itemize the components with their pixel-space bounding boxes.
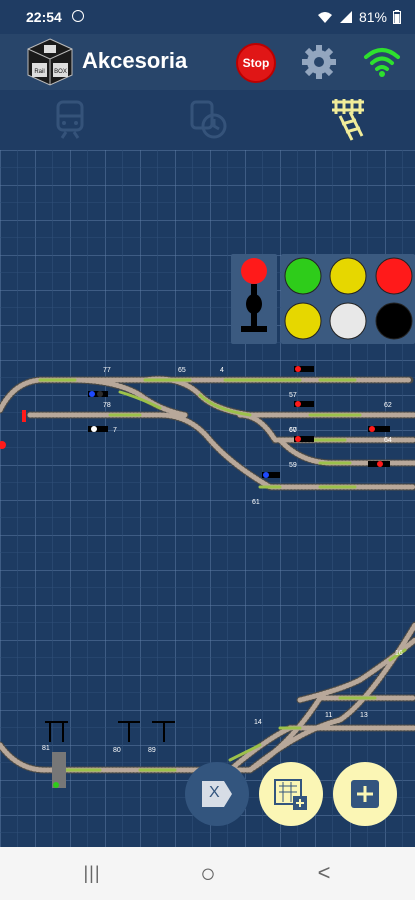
app-bar: Rail BOX Akcesoria Stop xyxy=(0,34,415,90)
tab-turnout-icon[interactable] xyxy=(328,96,368,142)
signal-7[interactable] xyxy=(88,426,108,432)
color-yellow-button[interactable] xyxy=(329,257,367,295)
tab-locomotive-icon[interactable] xyxy=(52,98,88,142)
signal-67[interactable] xyxy=(294,436,314,442)
track-label: 4 xyxy=(220,367,224,374)
stop-label: Stop xyxy=(242,56,270,70)
semaphore-signal-icon[interactable] xyxy=(231,254,277,344)
plus-square-icon xyxy=(351,780,379,808)
status-right: 81% xyxy=(317,9,401,25)
add-layout-element-button[interactable] xyxy=(259,762,323,826)
recent-apps-button[interactable]: ||| xyxy=(72,859,112,887)
track-label: 60 xyxy=(289,427,297,434)
wifi-status-icon xyxy=(317,12,332,23)
track-label: 81 xyxy=(42,745,50,752)
track-label: 67 xyxy=(289,427,297,434)
stop-button[interactable]: Stop xyxy=(236,43,276,83)
track-label: 64 xyxy=(384,437,392,444)
back-icon: < xyxy=(317,860,331,885)
track-label: 14 xyxy=(254,719,262,726)
color-black-button[interactable] xyxy=(375,302,413,340)
track-label: 61 xyxy=(252,499,260,506)
signal-60[interactable] xyxy=(294,401,314,407)
track-label: 16 xyxy=(395,650,403,657)
delete-tag-icon xyxy=(202,781,232,807)
decoupler-symbols[interactable] xyxy=(45,721,175,742)
track-labels: 77 65 4 78 7 57 60 62 67 64 59 61 14 11 13 81 80 89 16 xyxy=(42,367,403,754)
svg-text:Rail: Rail xyxy=(34,69,44,75)
semaphore-palette[interactable] xyxy=(231,254,277,344)
color-red-button[interactable] xyxy=(375,257,413,295)
signal-icon xyxy=(339,11,352,23)
track-label: 13 xyxy=(360,712,368,719)
buffer-stop xyxy=(22,410,26,422)
color-yellow-button-2[interactable] xyxy=(284,302,322,340)
battery-percentage: 81% xyxy=(358,9,387,25)
track-network xyxy=(0,375,415,774)
signal-4[interactable] xyxy=(294,366,314,372)
track-label: 59 xyxy=(289,462,297,469)
wifi-connection-icon[interactable] xyxy=(362,46,402,78)
settings-gear-icon[interactable] xyxy=(300,43,338,81)
signal-block-81[interactable] xyxy=(52,752,66,788)
recent-apps-icon: ||| xyxy=(83,862,101,883)
status-time: 22:54 xyxy=(26,9,62,25)
status-bar: 22:54 81% xyxy=(0,0,415,34)
signal-59[interactable] xyxy=(262,472,280,478)
do-not-disturb-icon xyxy=(72,10,84,22)
svg-text:BOX: BOX xyxy=(54,69,67,75)
track-label: 7 xyxy=(113,427,117,434)
track-label: 65 xyxy=(178,367,186,374)
track-layout-canvas[interactable]: 77 65 4 78 7 57 60 62 67 64 59 61 14 11 13 81 80 89 16 xyxy=(0,150,415,847)
signal-64[interactable] xyxy=(368,426,390,432)
track-label: 11 xyxy=(325,712,332,719)
back-button[interactable]: < xyxy=(304,859,344,887)
color-white-button[interactable] xyxy=(329,302,367,340)
tab-train-clock-icon[interactable] xyxy=(188,98,230,142)
railbox-logo: Rail BOX xyxy=(27,38,73,86)
track-signals[interactable] xyxy=(0,366,390,788)
battery-icon xyxy=(393,10,401,24)
track-label: 62 xyxy=(384,402,392,409)
home-button[interactable]: ○ xyxy=(188,857,228,888)
home-icon: ○ xyxy=(200,857,216,888)
signal-color-grid[interactable] xyxy=(281,254,415,344)
app-title: Akcesoria xyxy=(82,48,188,73)
track-label: 80 xyxy=(113,747,121,754)
system-nav-bar: ||| ○ < xyxy=(0,847,415,900)
signal-color-palette[interactable] xyxy=(281,254,415,344)
add-to-layout-icon xyxy=(274,779,307,810)
tab-bar xyxy=(0,90,415,150)
track-label: 89 xyxy=(148,747,156,754)
track-label: 77 xyxy=(103,367,111,374)
add-accessory-button[interactable] xyxy=(333,762,397,826)
track-label: 57 xyxy=(289,392,297,399)
delete-label: X xyxy=(209,784,220,801)
track-label: 78 xyxy=(103,402,111,409)
signal-left-edge[interactable] xyxy=(0,441,6,449)
delete-element-button[interactable]: X xyxy=(185,762,249,826)
color-green-button[interactable] xyxy=(284,257,322,295)
